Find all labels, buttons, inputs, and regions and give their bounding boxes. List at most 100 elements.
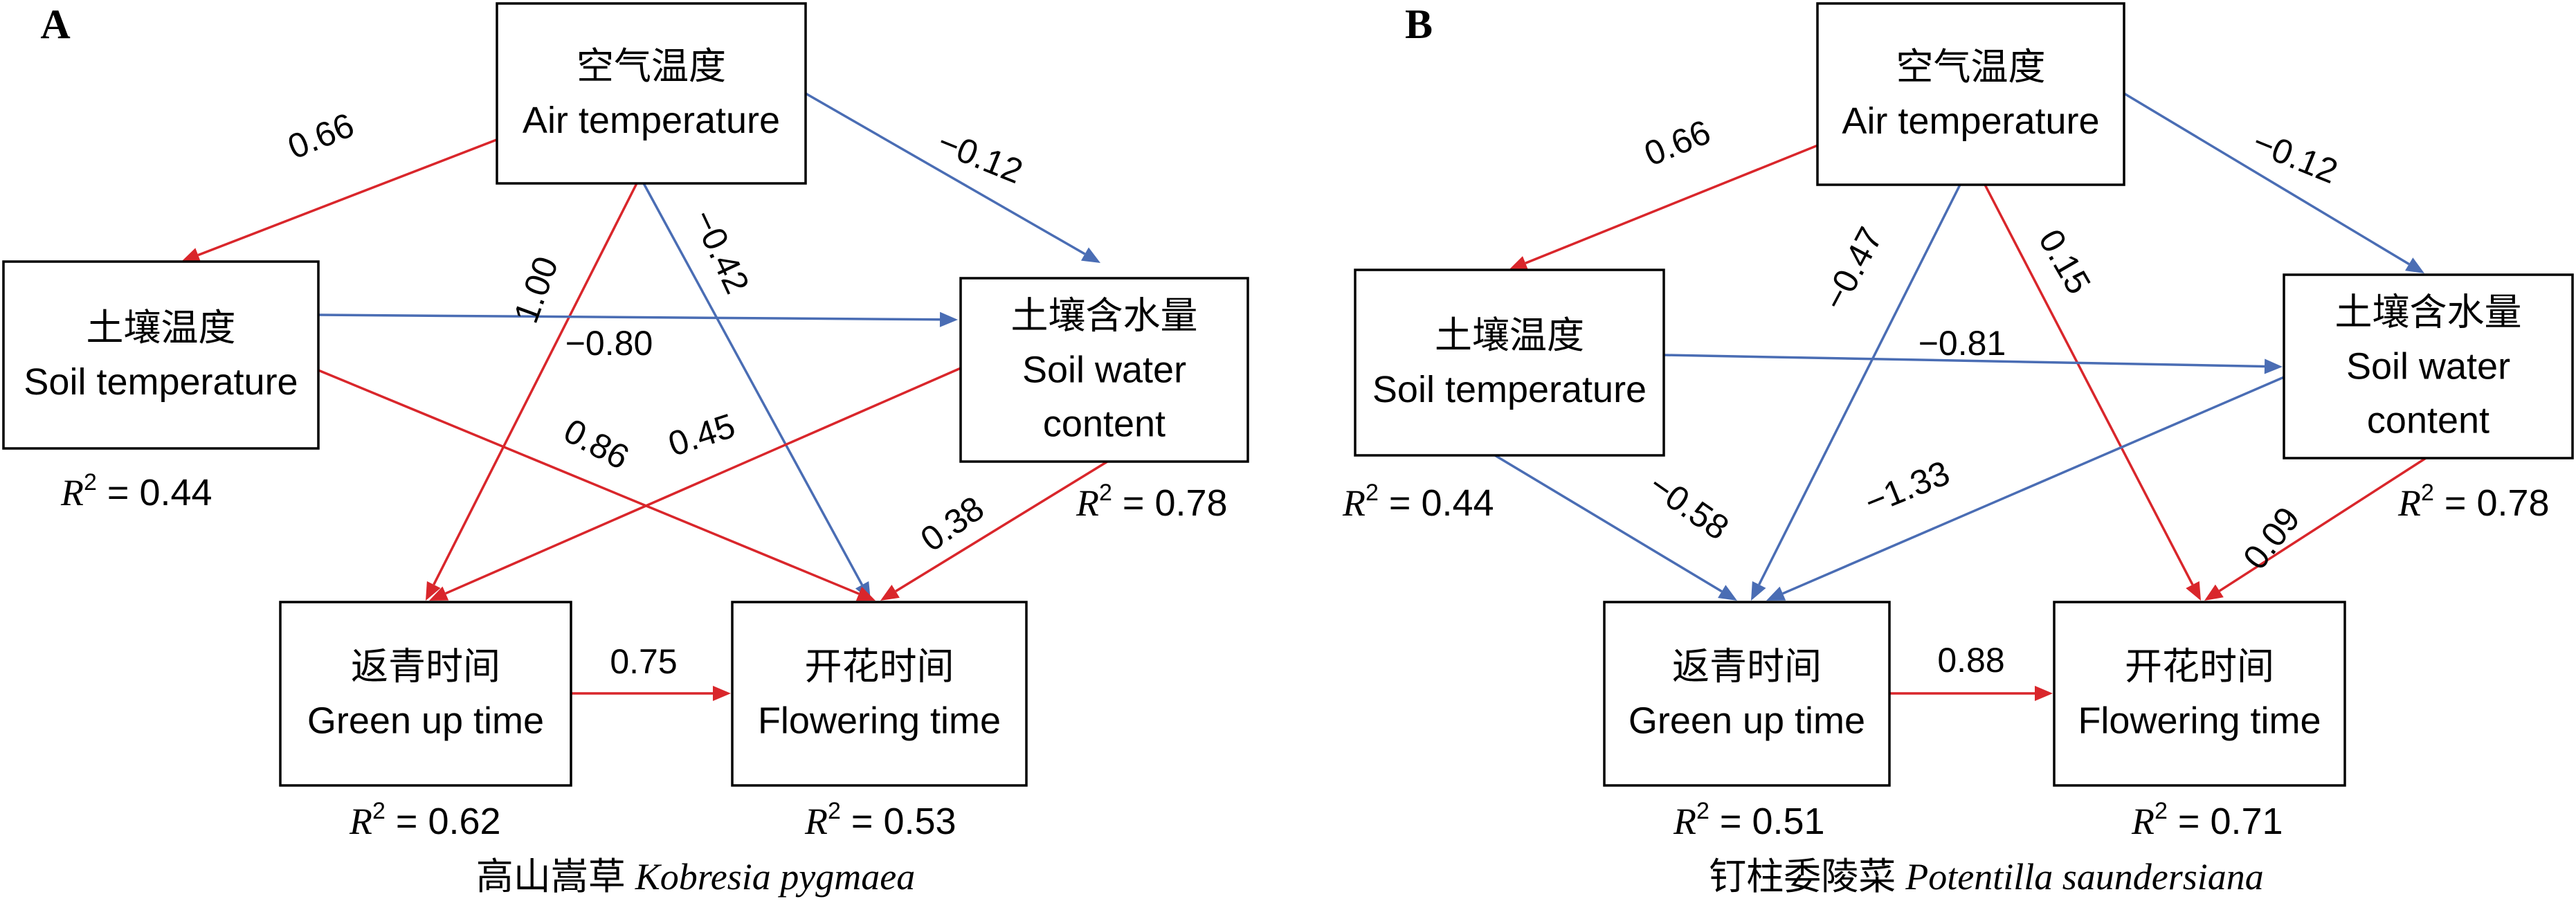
node-label-en: content (2367, 400, 2489, 442)
node-box (2053, 601, 2346, 787)
arrow-head (1718, 585, 1737, 601)
node-label-cn: 土壤温度 (87, 306, 236, 349)
path-coefficient: −0.12 (2247, 122, 2343, 191)
node-box (1354, 269, 1665, 457)
node-box (959, 277, 1249, 463)
path-coefficient: −0.81 (1919, 324, 2006, 363)
node-soilt: 土壤温度 Soil temperature (2, 260, 320, 450)
panel-label: B (1405, 1, 1433, 47)
node-soilt: 土壤温度 Soil temperature (1354, 269, 1665, 457)
node-label-cn: 空气温度 (577, 44, 726, 88)
node-label-en: Soil water (1022, 349, 1186, 391)
arrow-head (713, 686, 731, 701)
path-coefficient: 0.15 (2031, 223, 2098, 300)
arrow-head (2204, 584, 2224, 601)
r-squared: R2 = 0.78 (2397, 480, 2550, 524)
node-label-cn: 空气温度 (1896, 45, 2046, 89)
node-box (1816, 2, 2125, 186)
node-label-cn: 土壤含水量 (1011, 294, 1198, 338)
node-label-en: Soil temperature (1372, 369, 1647, 410)
node-label-cn: 返青时间 (1672, 645, 1822, 689)
arrow-line (2123, 92, 2410, 266)
arrow-head (2035, 686, 2053, 701)
arrow-line (642, 183, 864, 585)
arrow-line (1663, 354, 2265, 368)
node-label-cn: 开花时间 (2125, 645, 2274, 689)
edge-soilt-to-green (1494, 454, 1737, 601)
edge-soilw-to-flower (880, 460, 1108, 601)
arrow-layer (181, 92, 2427, 701)
edge-air-to-soilw (2123, 92, 2424, 273)
path-coefficient: 0.66 (282, 105, 359, 166)
node-label-cn: 返青时间 (351, 645, 500, 689)
edge-soilt-to-flower (318, 369, 876, 601)
r-squared: R2 = 0.78 (1076, 480, 1228, 524)
r-squared: R2 = 0.62 (349, 798, 501, 842)
path-coefficient: 0.09 (2235, 500, 2307, 576)
arrow-head (2264, 358, 2283, 374)
arrow-line (805, 92, 1086, 255)
node-label-cn: 土壤温度 (1435, 313, 1584, 357)
arrow-head (880, 585, 900, 601)
path-coefficient: 0.66 (1639, 112, 1716, 173)
edge-soilt-to-soilw (318, 311, 958, 327)
edge-air-to-flower (642, 183, 871, 601)
path-coefficient: −0.42 (684, 203, 756, 299)
node-label-en: Air temperature (1842, 100, 2099, 142)
node-box (1603, 601, 1891, 787)
arrow-head (1766, 586, 1786, 601)
arrow-head (2186, 581, 2201, 601)
r-squared: R2 = 0.71 (2131, 798, 2283, 842)
arrow-line (318, 313, 941, 321)
node-label-en: Soil temperature (24, 361, 298, 403)
edge-green-to-flower (571, 686, 731, 701)
arrow-head (939, 311, 958, 327)
node-label-en: content (1043, 403, 1165, 445)
arrow-line (445, 367, 961, 595)
path-coefficient: 0.86 (558, 411, 635, 477)
edge-soilw-to-green (1766, 376, 2285, 601)
node-soilw: 土壤含水量 Soil water content (959, 277, 1249, 463)
node-box (2, 260, 320, 450)
arrow-head (1509, 256, 1529, 271)
arrow-head (2405, 257, 2424, 273)
path-coefficient: −1.33 (1859, 453, 1954, 522)
r-squared: R2 = 0.53 (804, 798, 956, 842)
arrow-line (1984, 184, 2194, 585)
edge-air-to-green (1751, 184, 1961, 601)
arrow-head (429, 586, 449, 601)
node-label-en: Flowering time (2078, 700, 2321, 742)
path-coefficient: 0.45 (664, 406, 740, 464)
arrow-line (433, 183, 638, 585)
edge-air-to-soilw (805, 92, 1100, 263)
node-air: 空气温度 Air temperature (1816, 2, 2125, 186)
node-box (496, 2, 807, 185)
edge-soilt-to-soilw (1663, 354, 2283, 374)
node-flower: 开花时间 Flowering time (2053, 601, 2346, 787)
node-green: 返青时间 Green up time (279, 601, 572, 787)
path-coefficient: 0.75 (610, 642, 677, 681)
edge-soilw-to-green (429, 367, 961, 601)
node-label-cn: 开花时间 (805, 645, 954, 689)
arrow-line (318, 369, 860, 595)
node-box (731, 601, 1028, 787)
node-label-en: Green up time (307, 700, 544, 742)
path-coefficient: 0.88 (1937, 641, 2004, 680)
r-squared: R2 = 0.44 (60, 469, 212, 513)
arrow-head (181, 248, 201, 262)
arrow-line (1758, 184, 1961, 585)
path-coefficient: −0.58 (1642, 466, 1736, 547)
arrow-line (895, 460, 1108, 592)
path-coefficient: −0.47 (1815, 221, 1890, 316)
node-label-en: Soil water (2346, 346, 2510, 388)
edge-green-to-flower (1889, 686, 2053, 701)
edge-air-to-flower (1984, 184, 2201, 601)
node-box (279, 601, 572, 787)
